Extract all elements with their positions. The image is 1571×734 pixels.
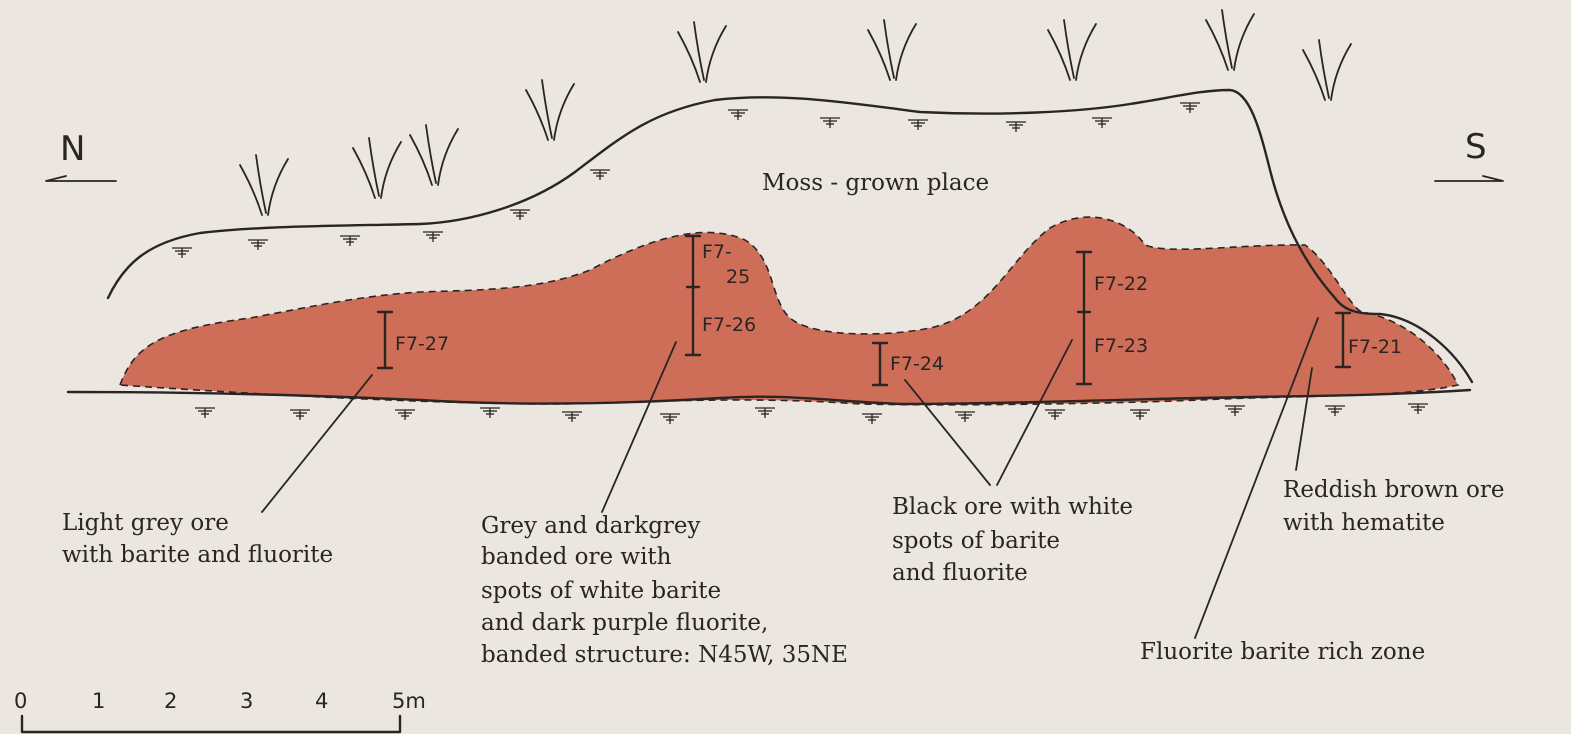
scale-tick-1: 1 (92, 689, 105, 713)
sample-f7-25-prefix: F7- (702, 241, 732, 263)
hatch-mark (908, 120, 928, 130)
grass-tuft-icon (526, 80, 574, 140)
sample-f7-23: F7-23 (1094, 335, 1148, 357)
hatch-mark (510, 210, 530, 220)
hatch-mark (195, 408, 215, 418)
svg-text:with barite and fluorite: with barite and fluorite (62, 542, 333, 568)
hatch-mark (955, 412, 975, 422)
scale-tick-3: 3 (240, 689, 253, 713)
hatch-mark (340, 236, 360, 246)
sample-f7-22: F7-22 (1094, 273, 1148, 295)
moss-grown-label: Moss - grown place (762, 170, 989, 196)
hatch-mark (1130, 410, 1150, 420)
sample-f7-25-number: 25 (726, 266, 750, 288)
svg-text:Reddish brown ore: Reddish brown ore (1283, 477, 1505, 503)
hatch-mark (862, 414, 882, 424)
hatch-mark (290, 410, 310, 420)
ore-body (120, 217, 1458, 405)
north-label: N (60, 129, 85, 169)
svg-text:and dark purple fluorite,: and dark purple fluorite, (481, 610, 768, 636)
hatch-mark (1006, 122, 1026, 132)
hatch-mark (590, 170, 610, 180)
grass-tuft-icon (410, 125, 458, 185)
hatch-mark (1408, 404, 1428, 414)
annotation-light-grey-ore: Light grey ore with barite and fluorite (62, 510, 333, 568)
svg-text:banded structure: N45W, 35NE: banded structure: N45W, 35NE (481, 642, 848, 668)
hatch-mark (562, 412, 582, 422)
hatch-mark (1325, 406, 1345, 416)
hatch-mark (395, 410, 415, 420)
svg-text:and fluorite: and fluorite (892, 560, 1028, 586)
grass-tuft-icon (678, 22, 726, 82)
hatch-mark (172, 248, 192, 258)
scale-tick-2: 2 (164, 689, 177, 713)
svg-text:Light grey ore: Light grey ore (62, 510, 229, 536)
svg-text:Fluorite barite rich zone: Fluorite barite rich zone (1140, 639, 1425, 665)
grass-tuft-icon (868, 20, 916, 80)
annotation-black-ore: Black ore with white spots of barite and… (892, 494, 1133, 586)
grass-tuft-icon (1303, 40, 1351, 100)
annotation-fluorite-barite-zone: Fluorite barite rich zone (1140, 639, 1425, 665)
grass-tuft-icon (1048, 20, 1096, 80)
north-arrow-icon (46, 176, 116, 181)
sample-f7-24: F7-24 (890, 353, 944, 375)
hatch-mark (480, 408, 500, 418)
svg-text:with hematite: with hematite (1283, 510, 1445, 536)
annotation-reddish-brown-ore: Reddish brown ore with hematite (1283, 477, 1505, 536)
sample-f7-26: F7-26 (702, 314, 756, 336)
hatch-mark (820, 118, 840, 128)
hatch-mark (755, 408, 775, 418)
scale-tick-4: 4 (315, 689, 328, 713)
hatch-mark (248, 240, 268, 250)
scale-tick-5m: 5m (392, 689, 426, 713)
svg-text:spots of white barite: spots of white barite (481, 578, 721, 604)
grass-tuft-icon (240, 155, 288, 215)
hatch-mark (423, 232, 443, 242)
hatch-mark (1045, 410, 1065, 420)
svg-text:Black ore with white: Black ore with white (892, 494, 1133, 520)
hatch-mark (1225, 406, 1245, 416)
grass-tuft-icon (1206, 10, 1254, 70)
svg-text:banded ore with: banded ore with (481, 544, 672, 570)
scale-tick-0: 0 (14, 689, 27, 713)
svg-text:Grey and darkgrey: Grey and darkgrey (481, 513, 701, 539)
hatch-mark (660, 414, 680, 424)
sample-f7-27: F7-27 (395, 333, 449, 355)
hatch-mark (1092, 118, 1112, 128)
sample-f7-21: F7-21 (1348, 336, 1402, 358)
svg-text:spots of barite: spots of barite (892, 528, 1060, 554)
grass-tuft-icon (353, 138, 401, 198)
hatch-mark (1180, 103, 1200, 113)
scale-bar: 0 1 2 3 4 5m (14, 689, 426, 732)
south-arrow-icon (1435, 176, 1503, 181)
annotation-grey-banded-ore: Grey and darkgrey banded ore with spots … (481, 513, 848, 668)
hatch-mark (728, 110, 748, 120)
south-label: S (1465, 127, 1487, 167)
